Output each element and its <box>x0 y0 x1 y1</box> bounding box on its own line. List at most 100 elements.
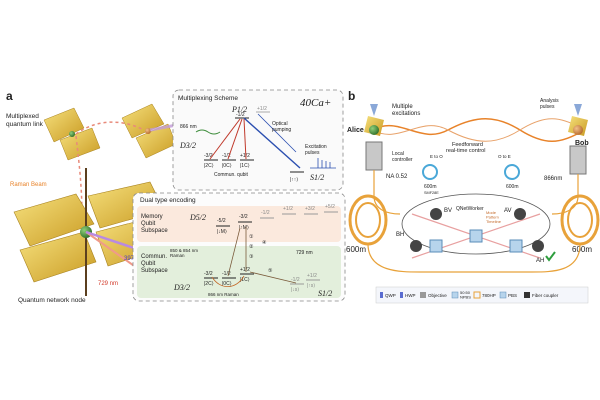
fiber-spool-left <box>348 194 388 246</box>
svg-text:|↓s⟩: |↓s⟩ <box>291 287 299 293</box>
alice-excitation-beam <box>370 104 378 116</box>
commun-subspace-panel <box>137 246 341 298</box>
main-trap <box>13 168 171 296</box>
svg-text:|2C⟩: |2C⟩ <box>204 163 214 169</box>
svg-text:|0C⟩: |0C⟩ <box>222 163 232 169</box>
fiber-600-right: 600m <box>572 245 592 254</box>
return-fiber <box>367 243 581 273</box>
multiplexing-scheme-box: Multiplexing Scheme 40Ca+ P1/2 -1/2 +1/2… <box>172 89 344 191</box>
bob-objective <box>569 145 587 175</box>
svg-text:AV: AV <box>504 208 512 214</box>
svg-text:-1/2: -1/2 <box>261 210 270 216</box>
raman-866-label: 866 nm Raman <box>208 292 239 297</box>
dual-title: Dual type encoding <box>140 197 196 204</box>
svg-text:600m: 600m <box>506 184 519 190</box>
svg-text:+1/2: +1/2 <box>257 106 267 112</box>
qnetworker-label: QNetWorker <box>456 206 484 212</box>
svg-text:-1/2: -1/2 <box>236 112 245 118</box>
svg-text:⑤: ⑤ <box>268 268 273 274</box>
svg-text:|2C⟩: |2C⟩ <box>204 281 214 287</box>
alice-objective <box>365 141 383 171</box>
bob-label: Bob <box>575 140 589 147</box>
svg-text:+5/2: +5/2 <box>325 204 335 210</box>
bob-excitation-beam <box>574 104 582 116</box>
d-level: D3/2 <box>179 141 196 150</box>
oe-label: O to E <box>498 154 511 159</box>
svg-text:①: ① <box>249 234 254 240</box>
svg-text:③: ③ <box>249 254 254 260</box>
s12-level: S1/2 <box>318 289 332 298</box>
legend-fiber-coupler: Fiber coupler <box>532 293 559 298</box>
panel-b-label: b <box>348 89 355 103</box>
trap-upper-left <box>43 107 101 161</box>
svg-text:BH: BH <box>396 232 404 238</box>
legend-objective: Objective <box>428 293 447 298</box>
na-label: NA 0.52 <box>386 174 408 180</box>
detector-bh <box>410 240 422 252</box>
svg-text:+1/2: +1/2 <box>240 153 250 159</box>
legend-780hp: 780HP <box>482 293 496 298</box>
commun-qubit-label: Commun. qubit <box>214 172 249 178</box>
alice-ion <box>369 125 379 135</box>
svg-text:+1/2: +1/2 <box>307 273 317 279</box>
nm-729-label: 729 nm <box>98 281 118 287</box>
commun-sublevels: -3/2 -1/2 +1/2 |2C⟩ |0C⟩ |1C⟩ -1/2 +1/2 … <box>204 267 320 293</box>
svg-text:|↑↑⟩: |↑↑⟩ <box>290 177 298 183</box>
svg-text:④: ④ <box>262 240 267 246</box>
svg-text:-1/2: -1/2 <box>222 271 231 277</box>
svg-text:②: ② <box>249 244 254 250</box>
multiplexing-title: Multiplexing Scheme <box>178 95 238 102</box>
fiber-spool-b <box>504 164 520 180</box>
svg-text:|0C⟩: |0C⟩ <box>222 281 232 287</box>
network-node-label: Quantum network node <box>18 297 86 304</box>
fiber-spool-right <box>560 194 600 246</box>
detector-av <box>514 208 526 220</box>
svg-text:-1/2: -1/2 <box>222 153 231 159</box>
photon-wave-link <box>371 118 585 142</box>
svg-text:+1/2: +1/2 <box>240 267 250 273</box>
success-check-icon <box>545 251 556 262</box>
fiber-spool-a <box>422 164 438 180</box>
svg-text:600m: 600m <box>424 184 437 190</box>
s-level: S1/2 <box>310 173 324 182</box>
svg-text:|1C⟩: |1C⟩ <box>240 277 250 283</box>
raman-beam-label: Raman Beam <box>10 182 47 188</box>
nm866-label: 866nm <box>544 176 562 182</box>
d32-level: D3/2 <box>173 283 190 292</box>
svg-text:-3/2: -3/2 <box>239 214 248 220</box>
svg-text:|1C⟩: |1C⟩ <box>240 163 250 169</box>
detector-bv <box>430 208 442 220</box>
ion-species: 40Ca+ <box>300 97 331 109</box>
smf-label: SMF28E <box>424 191 439 195</box>
fiber-600-left: 600m <box>346 245 366 254</box>
svg-text:|↓M⟩: |↓M⟩ <box>217 229 227 235</box>
memory-sublevels: -5/2 -3/2 -1/2 +1/2 +3/2 +5/2 |↓M⟩ |↑M⟩ <box>216 204 338 235</box>
svg-text:-1/2: -1/2 <box>291 277 300 283</box>
svg-text:AH: AH <box>536 258 544 264</box>
svg-text:BV: BV <box>444 208 452 214</box>
svg-text:+1/2: +1/2 <box>283 206 293 212</box>
svg-text:-3/2: -3/2 <box>204 153 213 159</box>
eo-label: E to O <box>430 154 443 159</box>
legend-hwp: HWP <box>405 293 416 298</box>
p-level: P1/2 <box>231 105 247 114</box>
panel-a-label: a <box>6 89 13 103</box>
legend-pbs: PBS <box>508 293 517 298</box>
npbs-cube <box>469 229 483 243</box>
detector-ah <box>532 240 544 252</box>
alice-label: Alice <box>347 127 364 134</box>
pbs-right <box>509 239 523 253</box>
nm-866-label: 866 nm <box>180 124 197 130</box>
